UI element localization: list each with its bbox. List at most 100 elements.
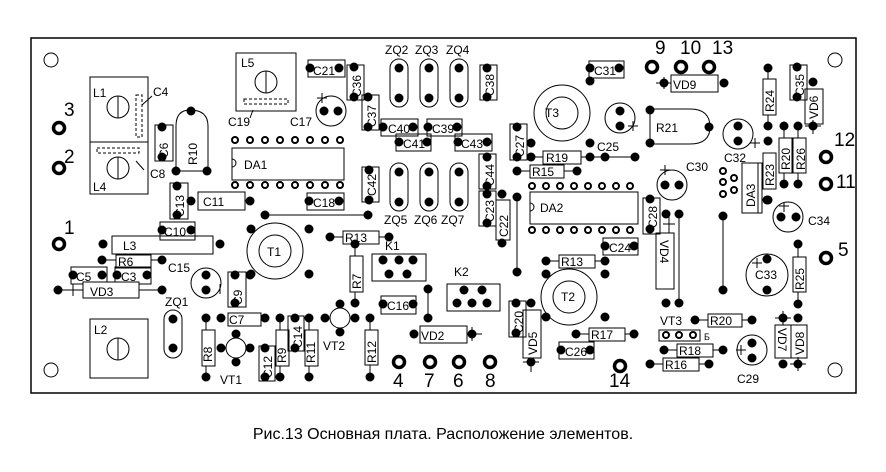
inductor-L3 xyxy=(98,235,225,255)
diode-VD8 xyxy=(790,313,808,371)
svg-text:C32: C32 xyxy=(724,151,746,165)
cap-polar-left xyxy=(190,267,222,299)
svg-text:K1: K1 xyxy=(385,239,400,253)
coil-L2 xyxy=(89,318,149,379)
svg-text:10: 10 xyxy=(680,38,701,59)
svg-text:C22: C22 xyxy=(497,215,511,237)
cap-C7 xyxy=(201,312,285,327)
cap-C16 xyxy=(304,192,345,211)
resistor-R14 xyxy=(541,254,610,269)
cap-C42 xyxy=(361,165,380,205)
svg-text:VD4: VD4 xyxy=(657,240,671,264)
transformer-T2 xyxy=(540,268,610,326)
resistor-R7 xyxy=(349,239,364,308)
resistor-R24 xyxy=(762,136,777,205)
svg-text:R26: R26 xyxy=(794,148,808,170)
cap-C38 xyxy=(479,63,498,102)
cap-C39 xyxy=(423,118,463,137)
svg-text:VD6: VD6 xyxy=(807,95,821,119)
cap-C41 xyxy=(394,133,432,152)
terminal-labels: 1 2 3 4 5 6 7 8 9 10 11 12 13 14 xyxy=(64,38,856,392)
cap-C30 xyxy=(656,165,688,201)
svg-text:L1: L1 xyxy=(93,86,107,100)
jumper-middle xyxy=(512,192,522,277)
svg-text:VT1: VT1 xyxy=(220,373,242,387)
cap-C26 xyxy=(556,341,595,360)
svg-text:C10: C10 xyxy=(164,225,186,239)
svg-text:C24: C24 xyxy=(609,241,631,255)
coil-L5 xyxy=(235,52,297,119)
svg-text:ZQ6: ZQ6 xyxy=(414,213,438,227)
connector-K2 xyxy=(446,283,501,312)
cap-C34 xyxy=(772,201,804,233)
svg-text:R23: R23 xyxy=(763,164,777,186)
svg-text:L3: L3 xyxy=(123,239,137,253)
svg-text:7: 7 xyxy=(424,371,435,392)
svg-text:C28: C28 xyxy=(646,206,660,228)
svg-text:3: 3 xyxy=(64,100,75,121)
resistor-R22 xyxy=(645,105,714,148)
svg-text:L4: L4 xyxy=(93,180,107,194)
cap-C44 xyxy=(478,152,497,191)
svg-text:C8: C8 xyxy=(150,167,166,181)
svg-text:R15: R15 xyxy=(532,165,554,179)
svg-text:DA2: DA2 xyxy=(540,201,564,215)
svg-text:T1: T1 xyxy=(267,245,281,259)
svg-text:C35: C35 xyxy=(793,74,807,96)
svg-text:C15: C15 xyxy=(168,261,190,275)
svg-text:R18: R18 xyxy=(679,344,701,358)
svg-text:DA3: DA3 xyxy=(744,183,758,207)
svg-text:ZQ5: ZQ5 xyxy=(384,213,408,227)
svg-text:C34: C34 xyxy=(808,214,830,228)
svg-text:14: 14 xyxy=(609,371,631,392)
svg-text:VD7: VD7 xyxy=(775,328,789,352)
cap-C9 xyxy=(227,270,255,308)
transistor-VT2 xyxy=(320,299,360,337)
cap-C32 xyxy=(722,118,760,150)
diode-VD3 xyxy=(53,281,167,299)
svg-text:C9: C9 xyxy=(231,289,245,305)
resistor-R11 xyxy=(304,313,319,382)
svg-text:C37: C37 xyxy=(365,105,379,127)
cap-C43 xyxy=(453,133,493,152)
cap-C12 xyxy=(258,343,276,382)
ic-DA2 xyxy=(528,182,639,234)
svg-text:T2: T2 xyxy=(561,290,575,304)
resistor-R10 xyxy=(171,106,212,176)
svg-text:C42: C42 xyxy=(365,174,379,196)
svg-text:5: 5 xyxy=(838,240,849,261)
svg-text:8: 8 xyxy=(485,371,496,392)
cap-C29 xyxy=(736,334,768,366)
resistor-R17 xyxy=(571,327,639,342)
svg-text:VT3: VT3 xyxy=(660,314,682,328)
svg-text:R16: R16 xyxy=(665,358,687,372)
svg-text:ZQ4: ZQ4 xyxy=(446,43,470,57)
svg-text:VD8: VD8 xyxy=(793,331,807,355)
cap-C28 xyxy=(642,194,661,235)
svg-text:R12: R12 xyxy=(365,341,379,363)
ic-DA3 xyxy=(718,162,772,295)
resistor-R18 xyxy=(659,343,728,358)
cap-C10 xyxy=(157,221,196,241)
cap-C13 xyxy=(169,181,196,220)
resistor-R20 xyxy=(690,313,757,328)
svg-text:R25: R25 xyxy=(793,268,807,290)
svg-text:C7: C7 xyxy=(229,313,245,327)
svg-text:C13: C13 xyxy=(173,195,187,217)
ic-DA1 xyxy=(231,136,345,189)
resistor-R8 xyxy=(201,318,216,382)
connector-K1 xyxy=(371,253,427,282)
svg-text:VT2: VT2 xyxy=(323,339,345,353)
svg-text:C29: C29 xyxy=(737,372,759,386)
diode-VD5 xyxy=(522,298,542,372)
svg-text:L5: L5 xyxy=(241,56,255,70)
svg-text:C39: C39 xyxy=(432,122,454,136)
resistor-R23 xyxy=(792,239,807,309)
svg-text:R8: R8 xyxy=(201,346,215,362)
svg-text:C5: C5 xyxy=(76,270,92,284)
figure-caption: Рис.13 Основная плата. Расположение элем… xyxy=(252,426,634,443)
svg-text:C3: C3 xyxy=(121,270,137,284)
svg-text:R13: R13 xyxy=(345,231,367,245)
quartz-group xyxy=(163,58,469,359)
svg-text:2: 2 xyxy=(64,147,75,168)
